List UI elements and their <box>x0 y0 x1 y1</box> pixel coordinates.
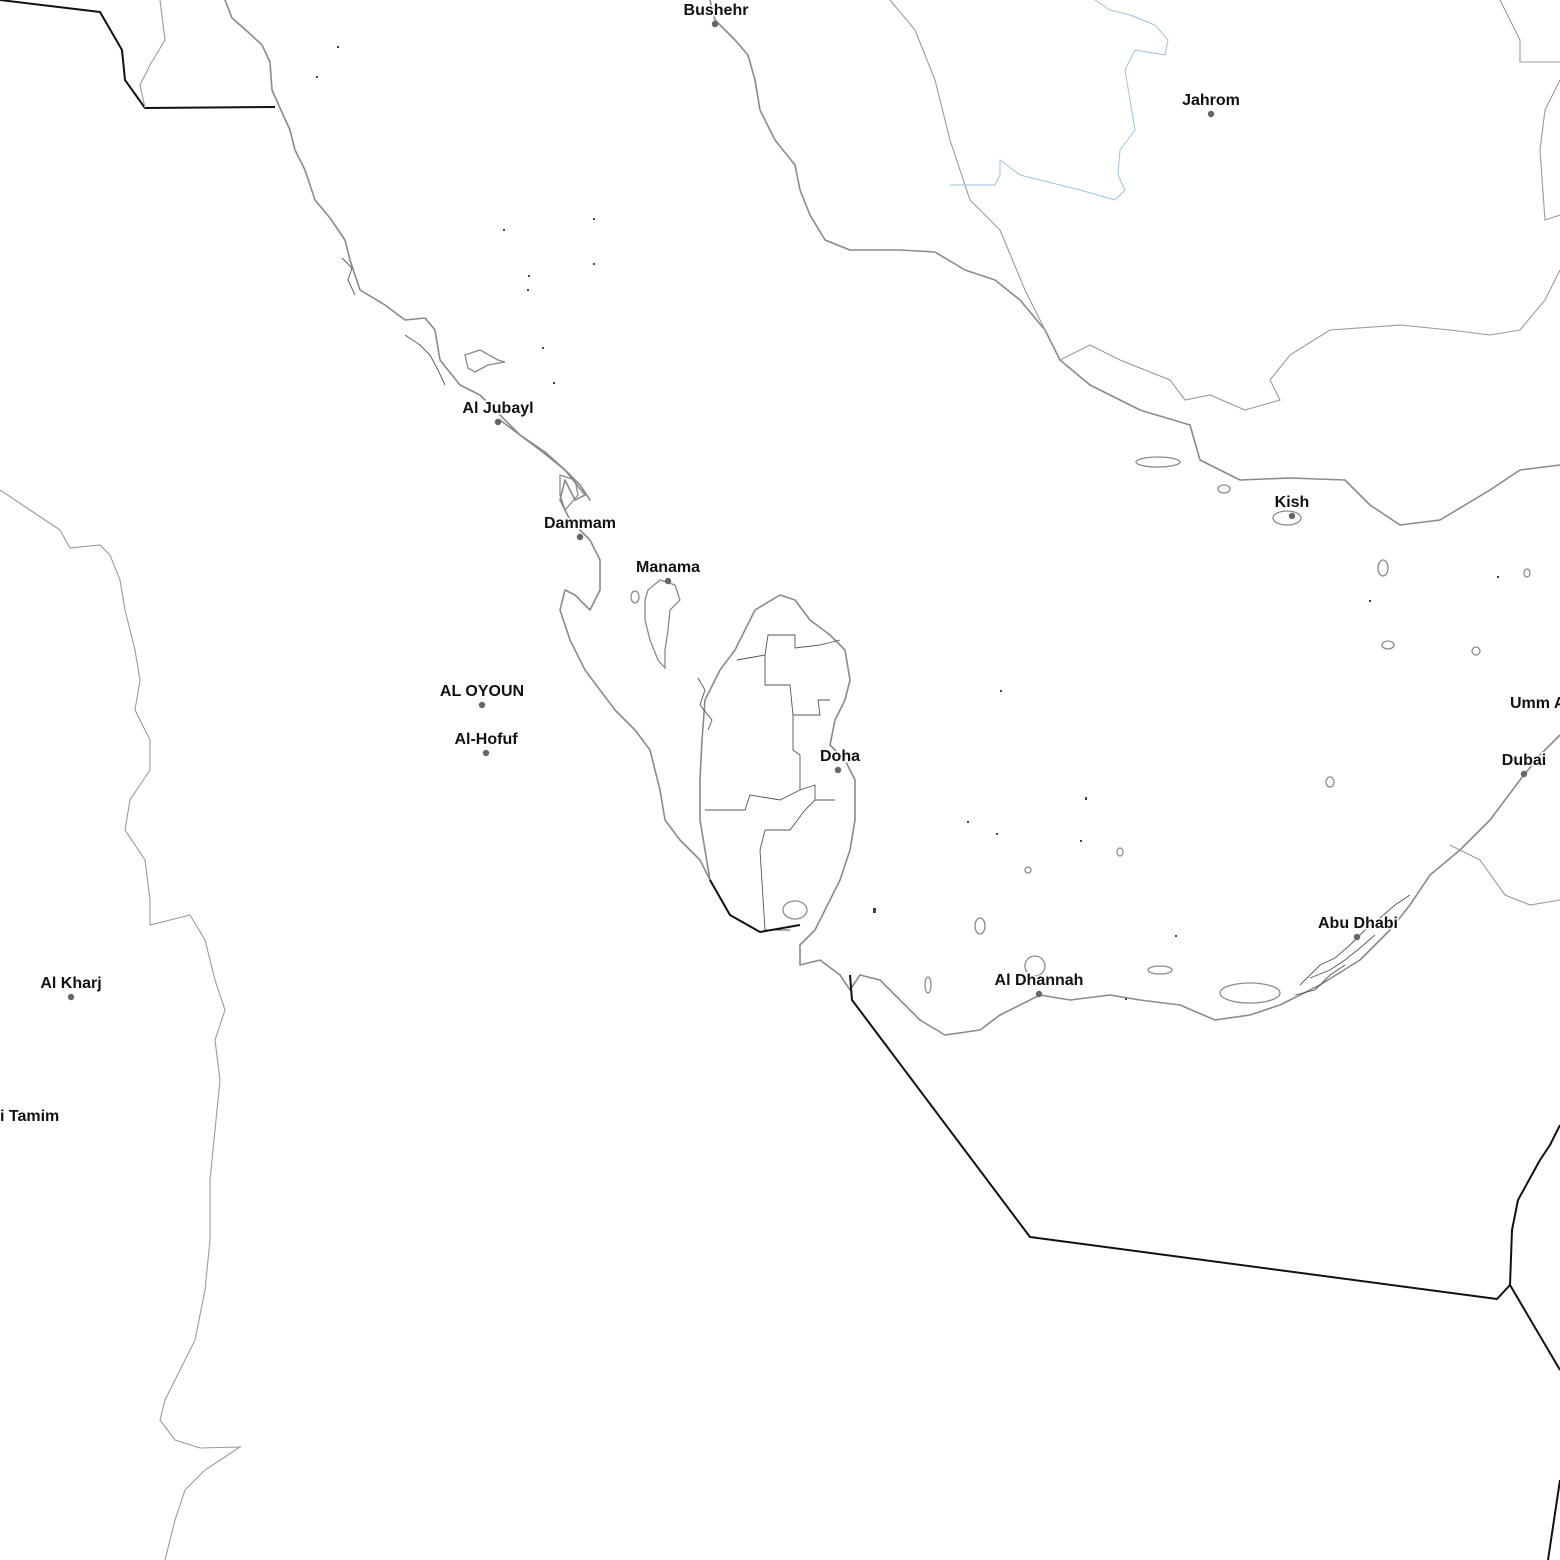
city-dammam[interactable]: Dammam <box>542 514 618 541</box>
city-dot-al-oyoun[interactable] <box>478 701 486 709</box>
city-label-al-jubayl: Al Jubayl <box>462 400 533 417</box>
city-kish[interactable]: Kish <box>1273 493 1311 520</box>
city-al-dhannah[interactable]: Al Dhannah <box>993 971 1085 998</box>
city-dot-jahrom[interactable] <box>1207 110 1215 118</box>
city-al-jubayl[interactable]: Al Jubayl <box>461 399 535 426</box>
city-label-al-oyoun: AL OYOUN <box>440 683 524 700</box>
island <box>1024 866 1032 874</box>
abu-dhabi-islands <box>1294 894 1411 996</box>
city-label-bani-tamim: i Tamim <box>0 1108 59 1125</box>
city-label-umm-al: Umm A <box>1510 695 1560 712</box>
city-al-oyoun[interactable]: AL OYOUN <box>438 682 526 709</box>
city-label-bushehr: Bushehr <box>684 2 749 19</box>
island <box>630 590 640 604</box>
city-abu-dhabi[interactable]: Abu Dhabi <box>1317 914 1400 941</box>
city-dot-dubai[interactable] <box>1520 770 1528 778</box>
island <box>1325 776 1335 788</box>
city-label-jahrom: Jahrom <box>1182 92 1240 109</box>
city-bushehr[interactable]: Bushehr <box>682 1 750 28</box>
city-dot-al-jubayl[interactable] <box>494 418 502 426</box>
saudi-uae-border <box>849 974 1560 1300</box>
city-manama[interactable]: Manama <box>634 558 702 585</box>
island <box>1377 559 1389 577</box>
city-umm-al[interactable]: Umm A <box>1509 694 1560 714</box>
city-dubai[interactable]: Dubai <box>1500 751 1548 778</box>
city-label-al-dhannah: Al Dhannah <box>995 972 1084 989</box>
saudi-coastline <box>499 419 711 881</box>
city-bani-tamim[interactable]: i Tamim <box>0 1107 61 1127</box>
qatar-coastline <box>699 594 1560 1036</box>
island <box>1219 982 1281 1004</box>
saudi-province-boundary <box>0 489 242 1560</box>
bahrain-island <box>644 579 681 670</box>
iran-north-coastline <box>709 0 1560 526</box>
city-dot-abu-dhabi[interactable] <box>1353 933 1361 941</box>
city-label-manama: Manama <box>636 559 700 576</box>
city-dot-al-dhannah[interactable] <box>1035 990 1043 998</box>
oman-border <box>1509 1284 1560 1560</box>
city-dot-bushehr[interactable] <box>711 20 719 28</box>
uae-inland-boundary <box>1449 844 1560 906</box>
saudi-coast-marsh <box>341 257 713 731</box>
city-label-dammam: Dammam <box>544 515 616 532</box>
city-label-doha: Doha <box>820 748 860 765</box>
islets <box>316 46 1499 1000</box>
saudi-qatar-border <box>709 879 801 933</box>
city-label-al-kharj: Al Kharj <box>40 975 101 992</box>
kuwait-coast-area <box>139 0 166 109</box>
iran-province-boundary <box>889 0 1560 411</box>
city-dot-al-kharj[interactable] <box>67 993 75 1001</box>
city-label-kish: Kish <box>1275 494 1310 511</box>
city-dot-manama[interactable] <box>664 577 672 585</box>
city-label-al-hofuf: Al-Hofuf <box>454 731 518 748</box>
iraq-kuwait-border <box>0 0 276 109</box>
kish-island <box>1272 510 1302 526</box>
river <box>950 0 1169 201</box>
island <box>1147 965 1173 975</box>
qatar-municipal-boundaries <box>705 634 841 931</box>
city-dot-doha[interactable] <box>834 766 842 774</box>
city-dot-al-hofuf[interactable] <box>482 749 490 757</box>
city-dot-kish[interactable] <box>1288 512 1296 520</box>
island <box>1523 568 1531 578</box>
island <box>974 917 986 935</box>
island <box>1381 640 1395 650</box>
city-doha[interactable]: Doha <box>819 747 862 774</box>
island <box>1471 646 1481 656</box>
city-dot-dammam[interactable] <box>576 533 584 541</box>
qeshm-island <box>1135 456 1181 468</box>
island <box>1217 484 1231 494</box>
city-label-abu-dhabi: Abu Dhabi <box>1318 915 1398 932</box>
abu-ali-island <box>464 349 506 373</box>
city-al-hofuf[interactable]: Al-Hofuf <box>453 730 520 757</box>
iran-coastline <box>224 0 591 501</box>
iran-east-boundary <box>1499 0 1560 221</box>
island <box>1024 955 1046 977</box>
city-al-kharj[interactable]: Al Kharj <box>39 974 103 1001</box>
tarut-island <box>559 474 579 512</box>
island <box>782 900 808 920</box>
island <box>1116 847 1124 857</box>
island <box>924 976 932 994</box>
city-label-dubai: Dubai <box>1502 752 1546 769</box>
city-jahrom[interactable]: Jahrom <box>1181 91 1241 118</box>
